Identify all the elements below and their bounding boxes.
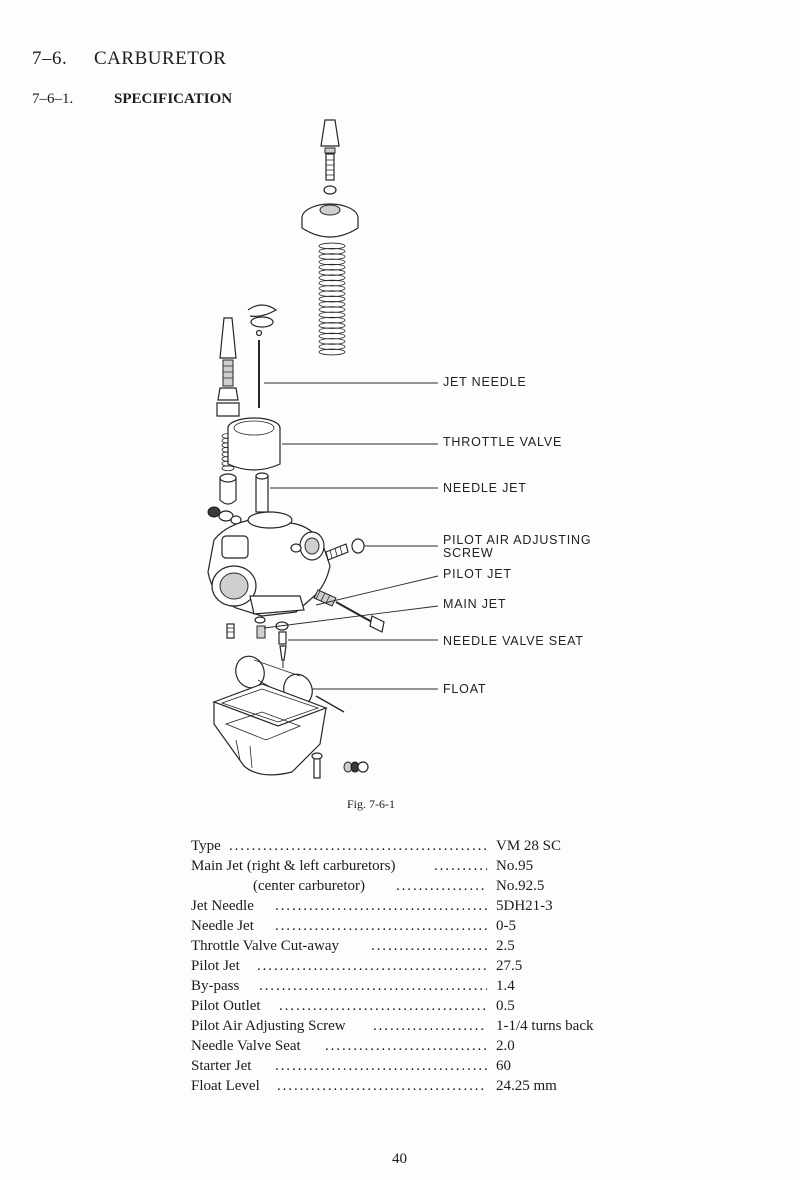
mixing-chamber-cap [301, 203, 359, 238]
spring-coil [318, 274, 346, 282]
spec-label: Float Level [191, 1078, 260, 1094]
spring-coil [318, 327, 346, 335]
spring-coil [318, 300, 346, 308]
spec-value: 27.5 [496, 958, 523, 974]
dot-leader: ........................................… [275, 898, 487, 914]
spring-coil [318, 343, 346, 351]
cable-adjuster-cap [320, 119, 340, 195]
subsection-heading: 7–6–1. SPECIFICATION [32, 91, 232, 108]
spec-value: 5DH21-3 [496, 898, 553, 914]
dot-leader: ........................................… [275, 918, 487, 934]
spec-value: No.95 [496, 858, 534, 874]
main-jet-part [254, 616, 289, 645]
spring-coil [318, 295, 346, 303]
dot-leader: ........................................… [279, 998, 487, 1014]
dot-leader: ........................................… [229, 838, 487, 854]
spec-label: By-pass [191, 978, 240, 994]
dot-leader: ........................................… [325, 1038, 487, 1054]
callout-leaders [263, 382, 439, 690]
spec-value: 1-1/4 turns back [496, 1018, 594, 1034]
float-needle [279, 645, 287, 668]
dot-leader: ........................................… [257, 958, 487, 974]
spring-coil [318, 242, 346, 250]
callout-throttle-valve: THROTTLE VALVE [443, 435, 563, 449]
callout-needle-jet: NEEDLE JET [443, 481, 527, 495]
idle-screw [207, 506, 242, 525]
figure-caption: Fig. 7-6-1 [347, 797, 395, 811]
spec-value: 2.0 [496, 1038, 515, 1054]
spec-value: 1.4 [496, 978, 515, 994]
needle-clip [247, 304, 278, 337]
spring-coil [318, 316, 346, 324]
dot-leader: ........................................… [277, 1078, 487, 1094]
callout-pilot-air-screw: PILOT AIR ADJUSTING SCREW [443, 534, 591, 560]
page-number: 40 [392, 1151, 407, 1167]
throttle-valve-part [227, 417, 281, 471]
pilot-jet-part [226, 623, 235, 639]
spring-coil [318, 285, 346, 292]
float-bowl [212, 683, 328, 776]
dot-leader: ........................................… [434, 858, 487, 874]
spec-label: Needle Jet [191, 918, 254, 934]
spring-coil [318, 247, 346, 255]
spring-coil [221, 465, 235, 472]
spring-coil [318, 279, 346, 287]
spec-value: 0-5 [496, 918, 516, 934]
spring-coil [318, 348, 346, 356]
callout-float: FLOAT [443, 682, 487, 696]
spring-coil [318, 332, 346, 340]
section-heading: 7–6. CARBURETOR [32, 48, 226, 70]
callout-pilot-air-line2: SCREW [443, 546, 494, 560]
spec-label: Pilot Outlet [191, 998, 261, 1014]
pilot-air-screw-part [325, 538, 365, 561]
starter-plunger-body [219, 473, 237, 505]
subsection-number: 7–6–1. [32, 91, 74, 107]
spec-label: Jet Needle [191, 898, 254, 914]
throttle-spring [318, 242, 346, 356]
starter-plunger [216, 317, 240, 417]
spec-value: No.92.5 [496, 878, 545, 894]
callout-jet-needle: JET NEEDLE [443, 375, 527, 389]
spec-label: Needle Valve Seat [191, 1038, 301, 1054]
spring-coil [318, 263, 346, 271]
section-number: 7–6. [32, 48, 68, 69]
subsection-title: SPECIFICATION [114, 91, 233, 107]
callout-needle-valve-seat: NEEDLE VALVE SEAT [443, 634, 584, 648]
spring-coil [318, 338, 346, 345]
spec-label: Starter Jet [191, 1058, 252, 1074]
spec-value: 0.5 [496, 998, 515, 1014]
callout-pilot-jet: PILOT JET [443, 567, 512, 581]
spring-coil [318, 322, 346, 329]
spec-label: Main Jet (right & left carburetors) [191, 858, 396, 874]
spring-coil [318, 269, 346, 276]
dot-leader: ........................................… [259, 978, 487, 994]
spec-value: 2.5 [496, 938, 515, 954]
dot-leader: ........................................… [371, 938, 487, 954]
spring-coil [318, 253, 346, 260]
spec-label: Pilot Jet [191, 958, 240, 974]
spec-label: Throttle Valve Cut-away [191, 938, 340, 954]
main-jet-assembly [313, 589, 385, 633]
dot-leader: ........................................… [275, 1058, 487, 1074]
spec-label: (center carburetor) [253, 878, 366, 894]
spec-value: 60 [496, 1058, 511, 1074]
dot-leader: ........................................… [396, 878, 487, 894]
needle-jet-part [255, 472, 269, 513]
carburetor-exploded-diagram [207, 119, 439, 779]
callout-main-jet: MAIN JET [443, 597, 507, 611]
spring-coil [318, 258, 346, 266]
spec-label: Pilot Air Adjusting Screw [191, 1018, 346, 1034]
drain-screw [311, 752, 323, 779]
spec-value: VM 28 SC [496, 838, 562, 854]
section-title: CARBURETOR [94, 48, 227, 69]
spec-label: Type [191, 838, 221, 854]
carburetor-body [207, 511, 331, 617]
small-plug [343, 761, 369, 773]
dot-leader: ........................................… [373, 1018, 487, 1034]
spec-value: 24.25 mm [496, 1078, 557, 1094]
spring-coil [318, 290, 346, 298]
spring-coil [318, 306, 346, 313]
spring-coil [318, 311, 346, 319]
callout-pilot-air-line1: PILOT AIR ADJUSTING [443, 533, 592, 547]
